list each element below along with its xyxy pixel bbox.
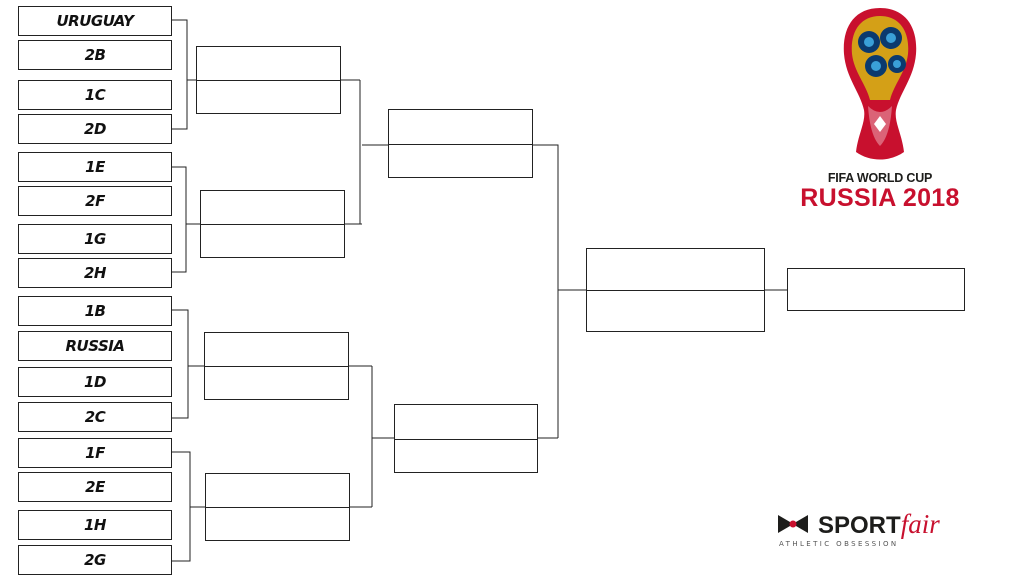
team-slot[interactable]: 2G [18, 545, 172, 575]
team-slot[interactable]: 2E [18, 472, 172, 502]
world-cup-trophy-icon [843, 8, 917, 160]
team-slot[interactable]: 1D [18, 367, 172, 397]
team-slot[interactable]: 2F [18, 186, 172, 216]
team-slot[interactable]: 2B [18, 40, 172, 70]
slot-divider [197, 80, 340, 81]
sponsor-wordmark-a: SPORT [818, 512, 901, 539]
slot-divider [587, 290, 764, 291]
slot-divider [389, 143, 532, 145]
quarter-final-slot-1[interactable] [196, 46, 341, 114]
team-slot[interactable]: 1G [18, 224, 172, 254]
world-cup-title: FIFA WORLD CUP [827, 171, 933, 185]
slot-divider [395, 438, 537, 440]
world-cup-logo: FIFA WORLD CUP RUSSIA 2018 [788, 6, 972, 218]
team-slot[interactable]: 2H [18, 258, 172, 288]
team-slot[interactable]: 1C [18, 80, 172, 110]
sponsor-wordmark: SPORTfair [818, 509, 940, 540]
team-slot[interactable]: 2C [18, 402, 172, 432]
quarter-final-slot-2[interactable] [200, 190, 345, 258]
team-slot[interactable]: 1B [18, 296, 172, 326]
sponsor-tagline: ATHLETIC OBSESSION [779, 540, 899, 548]
sponsor-wordmark-b: fair [900, 509, 940, 539]
team-slot[interactable]: 1H [18, 510, 172, 540]
team-slot[interactable]: RUSSIA [18, 331, 172, 361]
quarter-final-slot-3[interactable] [204, 332, 349, 400]
team-slot[interactable]: URUGUAY [18, 6, 172, 36]
slot-divider [201, 224, 344, 225]
semi-final-slot-1[interactable] [388, 109, 533, 178]
semi-final-slot-2[interactable] [394, 404, 538, 473]
final-slot[interactable] [586, 248, 765, 332]
team-slot[interactable]: 1E [18, 152, 172, 182]
winner-slot[interactable] [787, 268, 965, 311]
sponsor-logo: SPORTfair ATHLETIC OBSESSION [774, 508, 974, 552]
slot-divider [205, 366, 348, 367]
team-slot[interactable]: 1F [18, 438, 172, 468]
bow-icon [778, 515, 808, 533]
quarter-final-slot-4[interactable] [205, 473, 350, 541]
slot-divider [206, 507, 349, 508]
team-slot[interactable]: 2D [18, 114, 172, 144]
world-cup-host: RUSSIA 2018 [800, 184, 960, 212]
